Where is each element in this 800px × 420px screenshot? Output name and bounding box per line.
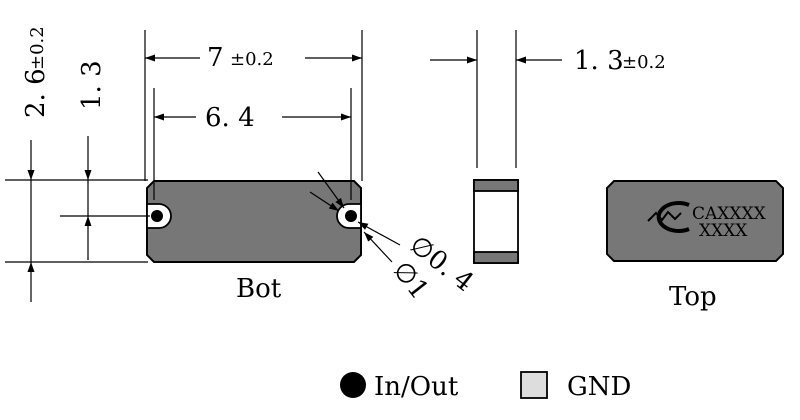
thickness-value: 1. 3: [574, 46, 624, 76]
thickness-tolerance: ±0.2: [622, 52, 666, 73]
top-view-part: CAXXXX XXXX: [606, 180, 784, 262]
legend: In/Out GND: [340, 371, 631, 402]
inout-pad-left: [146, 203, 172, 229]
height-tolerance: ±0.2: [27, 26, 48, 70]
top-body: [606, 180, 784, 262]
bottom-body: [146, 180, 362, 263]
top-marking-line2: XXXX: [699, 221, 748, 241]
height-value: 2. 6: [21, 68, 51, 118]
pad-offset-value: 1. 3: [77, 60, 107, 110]
brand-logo: [647, 201, 690, 233]
pad-offset-dimension: 1. 3: [60, 60, 150, 260]
length-tolerance: ±0.2: [230, 49, 274, 70]
pad-spacing-dimension: 6. 4: [153, 88, 352, 200]
gnd-legend-icon: [520, 371, 548, 399]
side-view-part: [473, 179, 519, 264]
inout-pad-right: [336, 203, 362, 229]
length-value: 7: [207, 43, 224, 73]
pad-spacing-value: 6. 4: [205, 103, 255, 133]
bottom-view-label: Bot: [236, 274, 282, 304]
thickness-dimension: 1. 3 ±0.2: [430, 30, 666, 168]
height-dimension: 2. 6 ±0.2: [5, 26, 148, 302]
bottom-view-part: [146, 180, 362, 263]
inout-legend-label: In/Out: [374, 372, 459, 402]
top-view-label: Top: [669, 282, 717, 312]
top-marking-line1: CAXXXX: [692, 204, 767, 224]
gnd-legend-label: GND: [567, 372, 631, 402]
inout-legend-icon: [340, 372, 366, 398]
length-dimension: 7 ±0.2: [144, 30, 363, 181]
